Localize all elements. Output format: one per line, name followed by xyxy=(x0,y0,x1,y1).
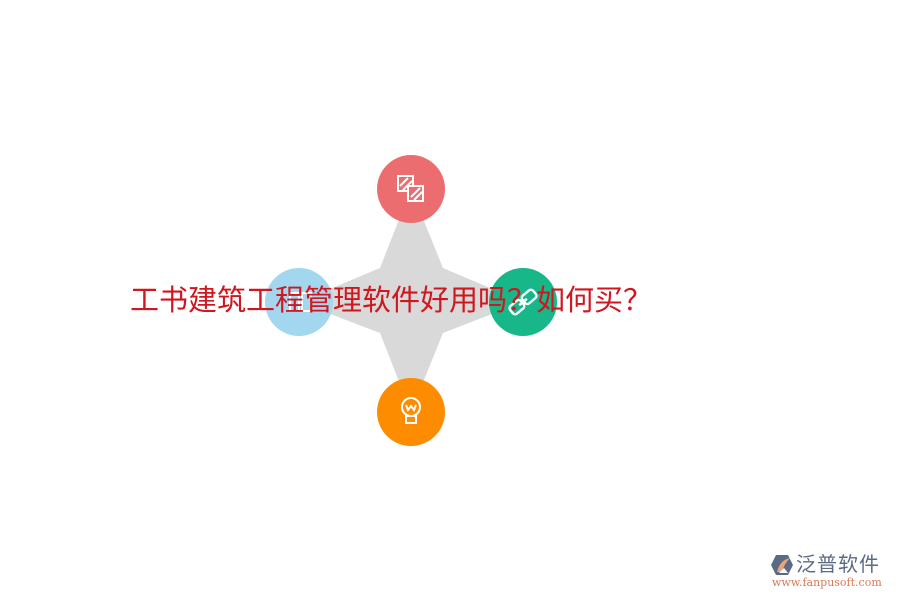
logo-name: 泛普软件 xyxy=(796,552,880,576)
node-bottom xyxy=(377,378,445,446)
link-icon xyxy=(508,288,538,316)
page-title: 工书建筑工程管理软件好用吗？如何买？ xyxy=(130,283,653,317)
node-top xyxy=(377,155,445,223)
brand-logo: 泛普软件 www.fanpusoft.com xyxy=(768,552,898,592)
logo-mark-icon xyxy=(771,555,793,575)
lightbulb-icon xyxy=(401,397,421,424)
layers-hatched-icon xyxy=(397,175,424,202)
star-shape xyxy=(299,189,523,412)
node-left xyxy=(265,268,333,336)
node-right xyxy=(489,268,557,336)
document-icon xyxy=(289,292,312,312)
logo-url: www.fanpusoft.com xyxy=(772,576,882,589)
